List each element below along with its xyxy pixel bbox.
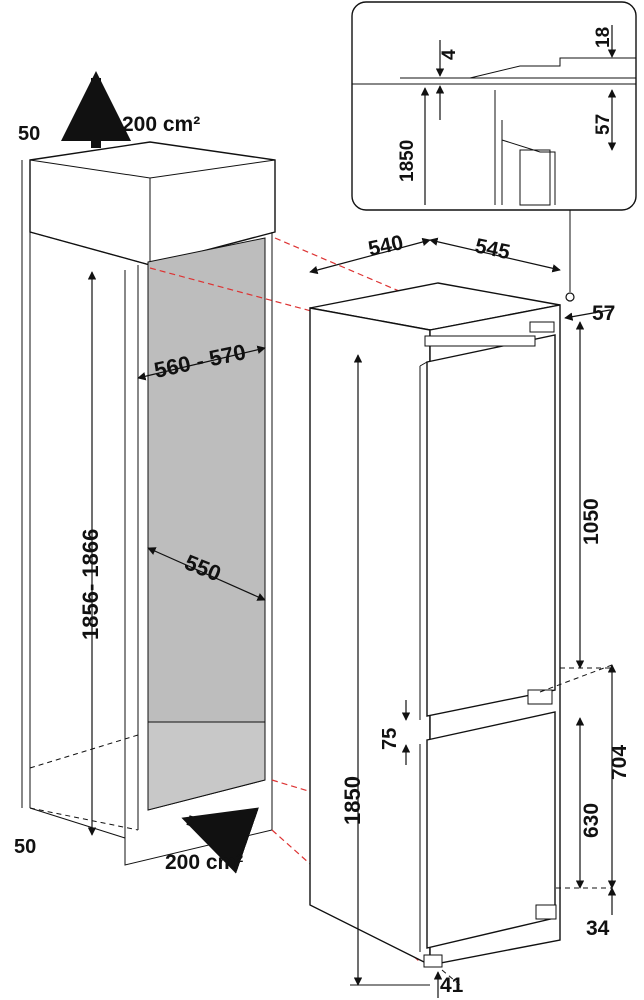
lower-door-label: 630 <box>580 803 603 838</box>
bottom-offset-label: 34 <box>586 917 610 940</box>
detail-top-label: 18 <box>593 27 614 48</box>
red-guide-top <box>274 237 421 301</box>
depth-label: 540 <box>366 231 405 261</box>
top-offset-label: 57 <box>592 302 615 325</box>
width-label: 545 <box>473 234 512 264</box>
niche-height-label: 1856- 1866 <box>78 529 103 640</box>
depth-dimension-line <box>309 237 431 275</box>
niche-depth-dimension-line <box>147 547 266 601</box>
detail-hinge-label: 57 <box>593 114 614 135</box>
lower-section-label: 704 <box>608 745 631 780</box>
bottom-vent-arrow <box>181 807 259 874</box>
niche-width-dimension-line <box>137 345 266 381</box>
door-gap-label: 75 <box>379 728 401 750</box>
appliance-drawing <box>309 282 613 986</box>
side-gap-top-label: 50 <box>18 123 40 145</box>
cabinet-drawing <box>21 141 276 866</box>
detail-height-label: 1850 <box>397 140 418 182</box>
foot-label: 41 <box>440 974 464 997</box>
width-dimension-line <box>429 237 561 273</box>
side-gap-bottom-label: 50 <box>14 836 36 858</box>
top-vent-label: 200 cm² <box>122 113 200 136</box>
height-label: 1850 <box>340 776 365 825</box>
detail-gap-label: 4 <box>439 49 460 60</box>
upper-door-label: 1050 <box>580 498 603 545</box>
detail-inset <box>351 1 637 302</box>
bottom-vent-label: 200 cm² <box>165 851 243 874</box>
red-guide-bottom <box>271 779 421 826</box>
niche-floor <box>147 721 266 811</box>
